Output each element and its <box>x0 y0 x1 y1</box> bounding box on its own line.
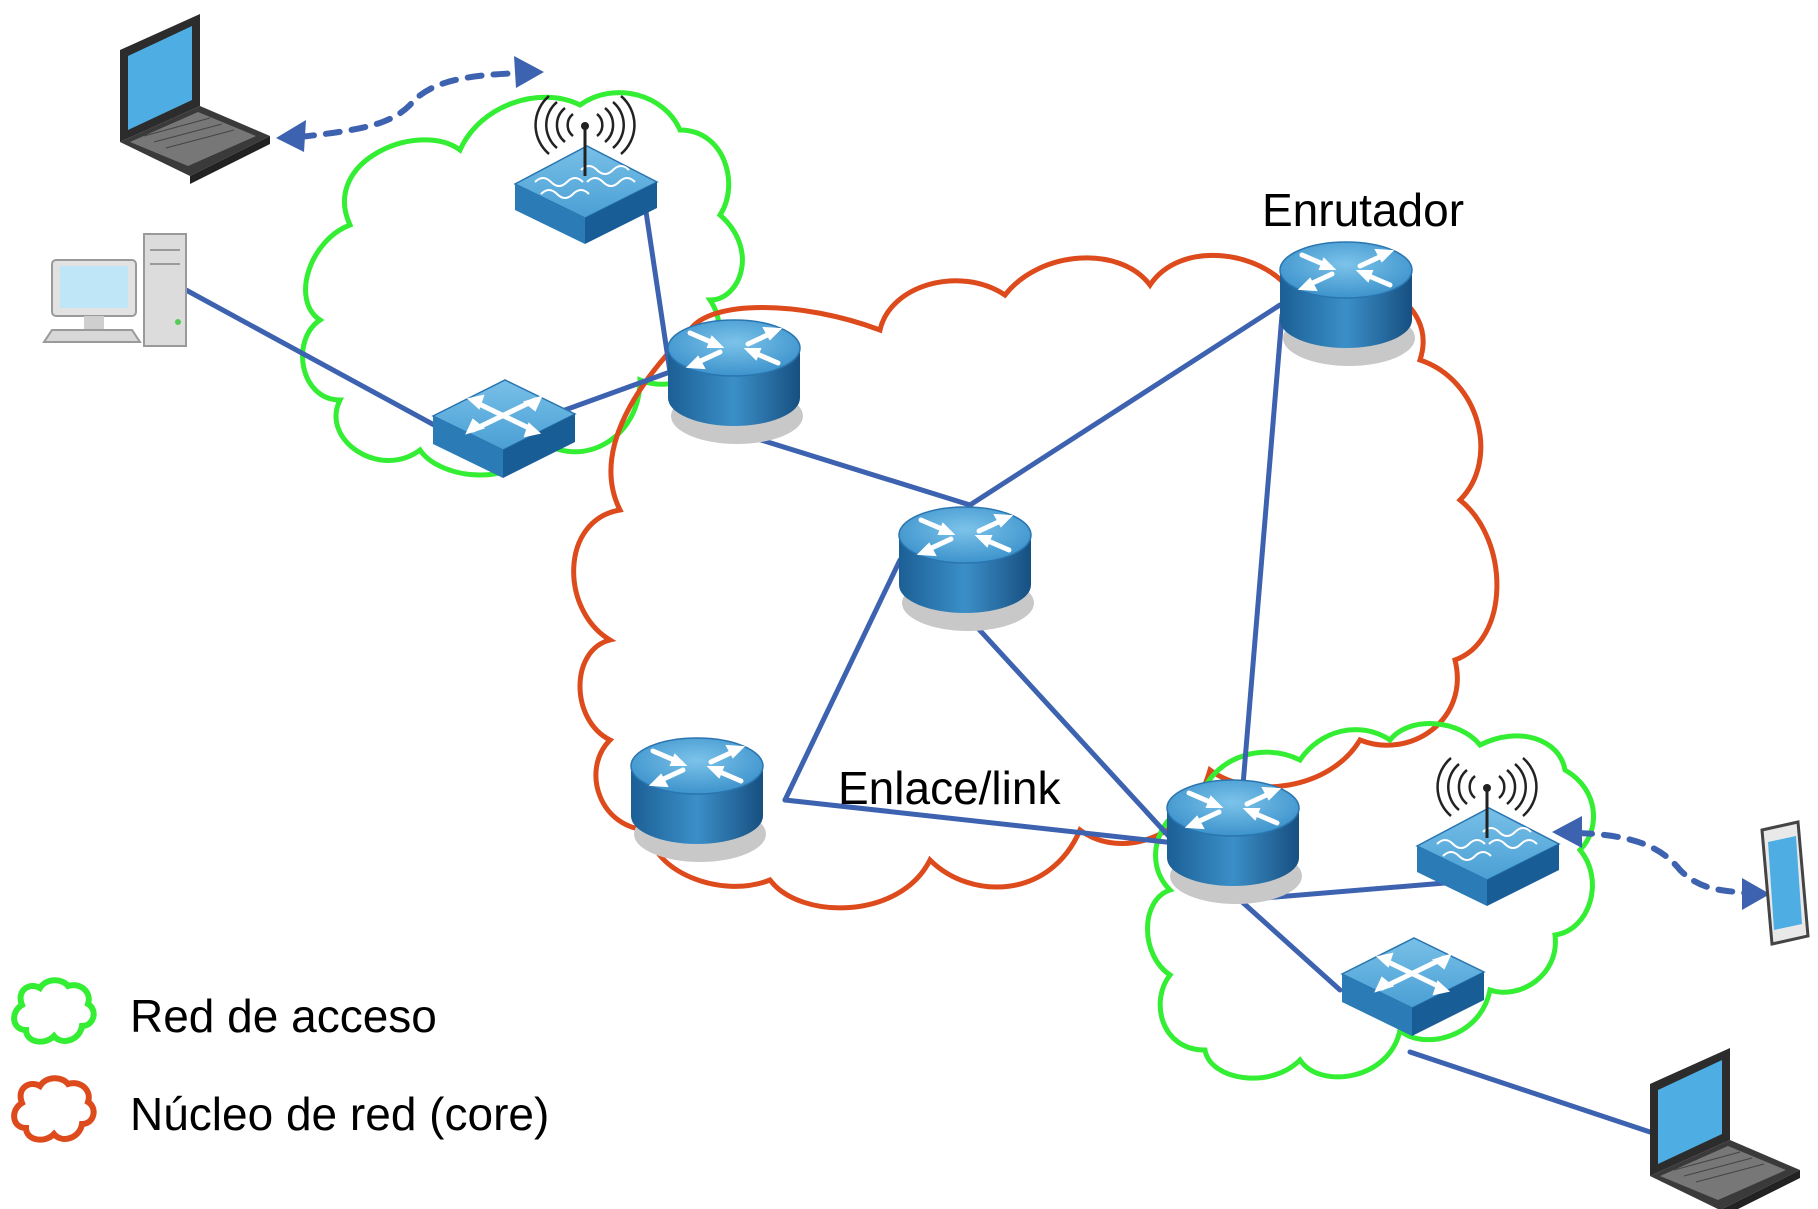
link-bottomright-switch <box>1237 897 1343 993</box>
router-icon <box>1280 242 1415 366</box>
link-enrutador-bottomright <box>1240 312 1285 788</box>
laptop-icon <box>119 13 271 185</box>
legend-core-cloud-icon <box>11 1075 97 1143</box>
link-switch-laptop <box>1407 1049 1653 1135</box>
link-ap-router <box>642 202 673 375</box>
switch-icon <box>433 380 575 478</box>
legend-access-cloud-icon <box>11 977 97 1045</box>
access-network-cloud-2 <box>1145 721 1596 1081</box>
legend: Red de acceso Núcleo de red (core) <box>11 977 549 1143</box>
router-icon <box>631 738 766 862</box>
router-icon <box>668 320 803 444</box>
router-label: Enrutador <box>1262 184 1464 236</box>
core-network-cloud <box>571 252 1500 911</box>
link-router1-center <box>742 432 973 508</box>
switch-icon <box>1342 938 1484 1036</box>
wireless-link-laptop-ap <box>297 70 523 140</box>
link-pc-switch <box>183 287 439 429</box>
laptop-icon <box>1649 1047 1801 1209</box>
router-icon <box>1167 780 1302 904</box>
link-center-left <box>782 557 903 803</box>
tablet-icon <box>1760 820 1810 946</box>
router-icon <box>899 507 1034 631</box>
wireless-access-point-icon <box>513 94 659 246</box>
link-center-enrutador <box>967 302 1283 508</box>
link-left-bottomright <box>782 797 1178 846</box>
link-switch-router <box>562 369 673 413</box>
desktop-computer-icon <box>42 233 187 347</box>
link-center-bottomright <box>972 622 1178 846</box>
wireless-link-ap-tablet <box>1575 830 1748 896</box>
legend-core-label: Núcleo de red (core) <box>130 1088 549 1140</box>
legend-access-label: Red de acceso <box>130 990 437 1042</box>
link-label: Enlace/link <box>838 762 1061 814</box>
